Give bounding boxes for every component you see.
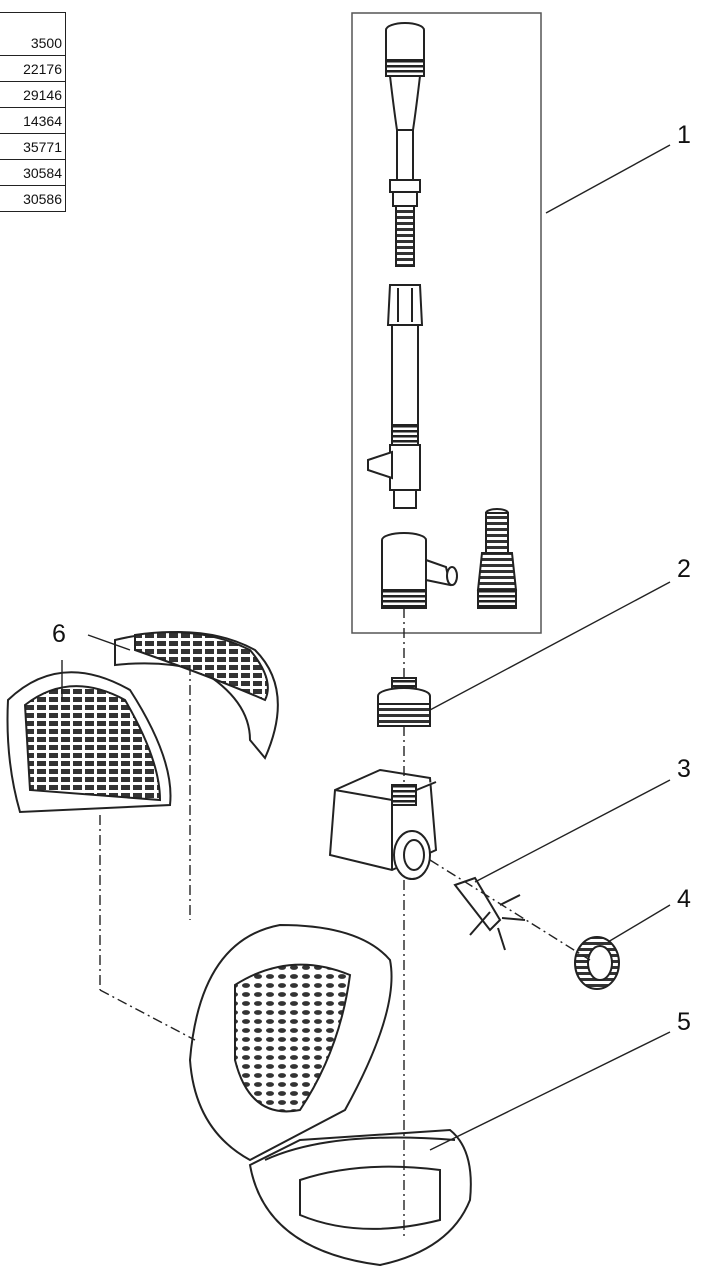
part-6-filter-covers [6, 631, 279, 814]
part-5-filter-housing [188, 923, 472, 1267]
callout-4: 4 [677, 885, 691, 913]
part-number-cell: 30584 [0, 159, 66, 186]
table-row: 3500 [0, 12, 66, 56]
part-number-cell: 29146 [0, 81, 66, 108]
callout-2: 2 [677, 555, 691, 583]
part-number-table: 3500 22176 29146 14364 35771 30584 30586 [0, 12, 66, 212]
table-row: 30584 [0, 159, 66, 186]
table-row: 35771 [0, 133, 66, 160]
part-3-pump-and-impeller [328, 768, 526, 951]
part-number-cell: 35771 [0, 133, 66, 160]
callout-1: 1 [677, 121, 691, 149]
assembly-guide-lines [99, 608, 591, 1240]
part-number-cell: 30586 [0, 185, 66, 212]
leader-lines [61, 144, 671, 1151]
part-4-bearing-ring [574, 936, 620, 990]
callout-5: 5 [677, 1008, 691, 1036]
table-row: 22176 [0, 55, 66, 82]
part-2-adapter [377, 677, 431, 727]
table-row: 29146 [0, 81, 66, 108]
table-row: 30586 [0, 185, 66, 212]
table-row: 14364 [0, 107, 66, 134]
part-1-riser-kit [351, 12, 542, 634]
callout-6: 6 [52, 620, 66, 648]
callout-3: 3 [677, 755, 691, 783]
part-number-cell: 22176 [0, 55, 66, 82]
part-number-cell: 14364 [0, 107, 66, 134]
part-number-cell: 3500 [0, 12, 66, 56]
kit-frame [351, 12, 542, 634]
